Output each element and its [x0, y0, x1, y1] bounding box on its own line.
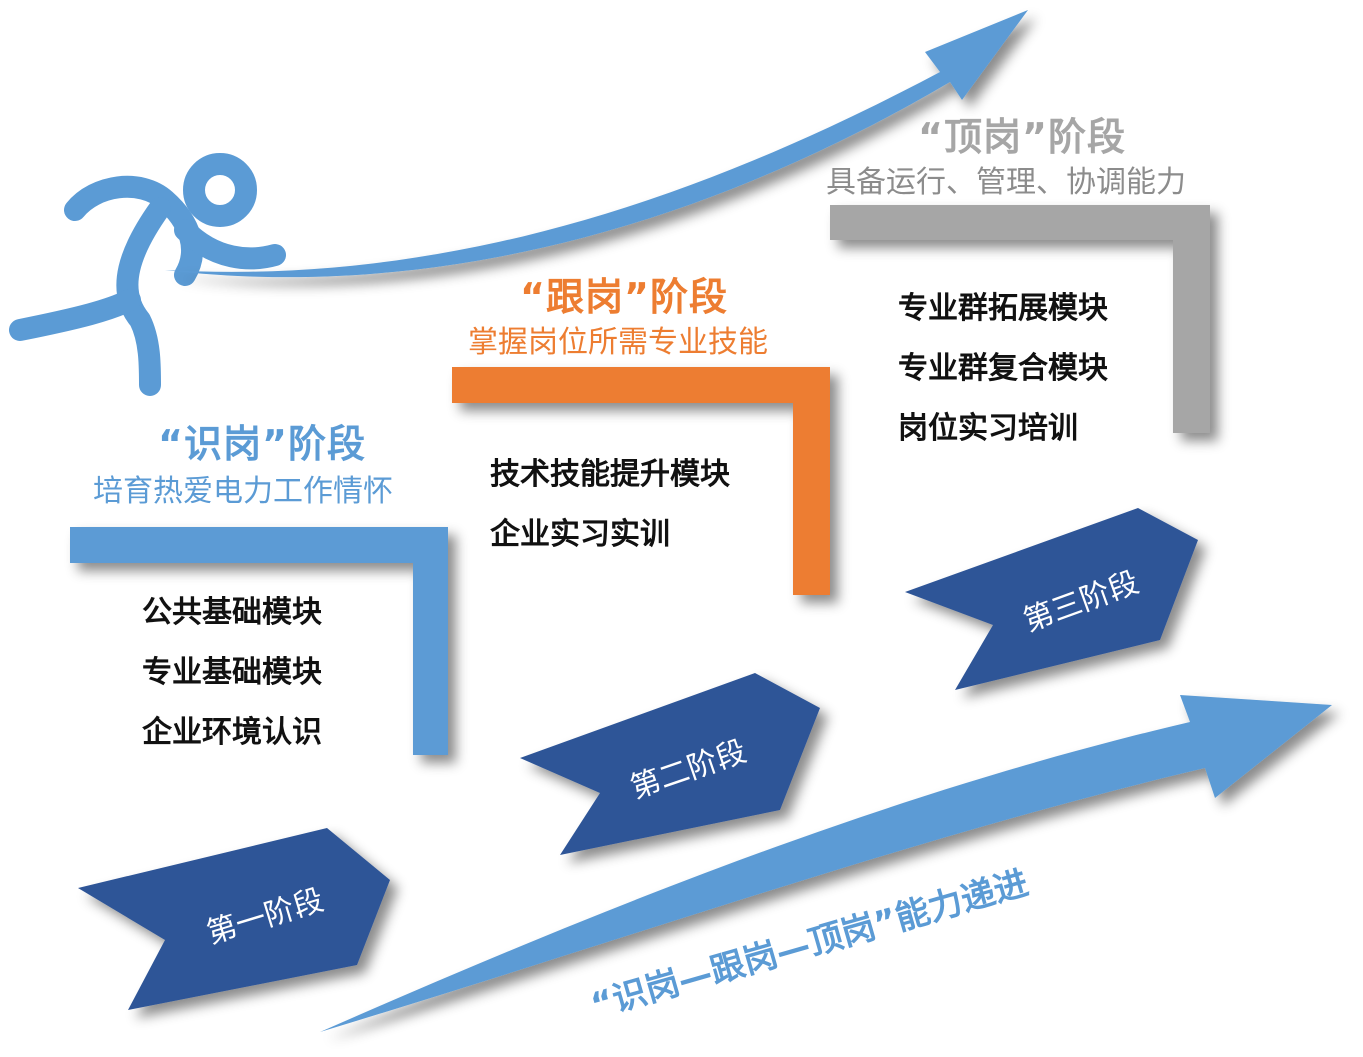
- runner-icon: [9, 153, 286, 396]
- stage3-module: 专业群拓展模块: [898, 291, 1108, 326]
- stage3-chevron: [905, 508, 1198, 690]
- stage2-module: 企业实习实训: [490, 517, 670, 552]
- stage1-module: 专业基础模块: [142, 655, 322, 690]
- stage2-bracket: [452, 367, 830, 595]
- stage1-title: “识岗”阶段: [158, 422, 366, 466]
- stage3-subtitle: 具备运行、管理、协调能力: [826, 165, 1186, 200]
- stage1-subtitle: 培育热爱电力工作情怀: [93, 474, 393, 509]
- stage1-bracket: [70, 527, 448, 755]
- stage2-subtitle: 掌握岗位所需专业技能: [468, 325, 768, 360]
- stage3-module: 专业群复合模块: [898, 351, 1108, 386]
- stage1-module: 公共基础模块: [142, 595, 322, 630]
- stage2-chevron: [520, 673, 820, 855]
- stage1-chevron: [78, 828, 390, 1010]
- stage3-bracket: [830, 205, 1210, 433]
- stage1-module: 企业环境认识: [142, 715, 322, 750]
- stage3-title: “顶岗”阶段: [918, 115, 1126, 159]
- bottom-arrow-icon: [320, 695, 1332, 1032]
- stage2-title: “跟岗”阶段: [520, 275, 728, 319]
- stage3-module: 岗位实习培训: [898, 411, 1078, 446]
- top-arrow-icon: [165, 10, 1028, 278]
- stage2-module: 技术技能提升模块: [490, 457, 730, 492]
